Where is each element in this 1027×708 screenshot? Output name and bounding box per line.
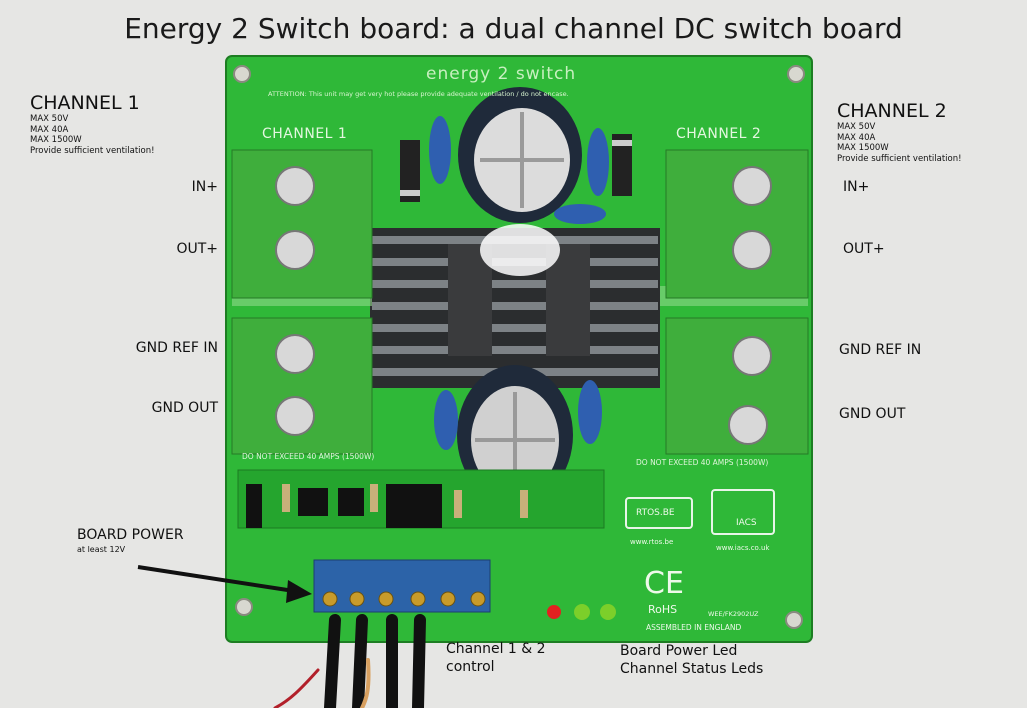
spec-line: MAX 40A <box>30 124 69 135</box>
channel-2-heading: CHANNEL 2 <box>837 100 947 122</box>
logo-panels <box>625 489 775 535</box>
ceramic-capacitors <box>429 116 609 450</box>
spec-line: MAX 1500W <box>837 143 889 153</box>
leds-label-line: Channel Status Leds <box>620 661 764 677</box>
pcb-iacs-url: www.iacs.co.uk <box>716 544 770 552</box>
pcb-channel-1: CHANNEL 1 <box>262 126 348 142</box>
ch2-gnd-ref-in-label: GND REF IN <box>839 342 922 358</box>
ch2-out-plus-label: OUT+ <box>843 241 885 257</box>
pcb-channel-2: CHANNEL 2 <box>676 126 762 142</box>
control-wires <box>273 614 426 708</box>
ch2-gnd-out-label: GND OUT <box>839 406 906 422</box>
terminal-blocks-right <box>665 149 809 455</box>
pcb-brand: energy 2 switch <box>426 64 577 84</box>
pcb-rtos-logo: RTOS.BE <box>636 508 675 518</box>
capacitor-top <box>458 87 582 223</box>
ch1-gnd-out-label: GND OUT <box>151 400 218 416</box>
ch1-gnd-ref-in-label: GND REF IN <box>135 340 218 356</box>
terminal-blocks-left <box>231 149 373 455</box>
page-title: Energy 2 Switch board: a dual channel DC… <box>124 12 903 45</box>
pcb-exceed-left: DO NOT EXCEED 40 AMPS (1500W) <box>242 452 375 461</box>
ch2-in-plus-label: IN+ <box>843 179 870 195</box>
pcb-rtos-url: www.rtos.be <box>630 538 674 546</box>
status-leds <box>547 604 616 620</box>
control-circuit <box>237 469 605 529</box>
pcb-rohs: RoHS <box>648 603 678 616</box>
pcb-weee: WEE/FK2902UZ <box>708 610 759 618</box>
channel-2-specs: MAX 50V MAX 40A MAX 1500W Provide suffic… <box>837 122 962 164</box>
channel-1-heading: CHANNEL 1 <box>30 92 140 114</box>
pcb-attention: ATTENTION: This unit may get very hot pl… <box>268 90 569 98</box>
control-label: Channel 1 & 2 control <box>446 640 546 676</box>
leds-label-line: Board Power Led <box>620 643 738 659</box>
spec-line: MAX 1500W <box>30 135 82 145</box>
pcb-iacs-logo: IACS <box>736 518 757 528</box>
control-connector <box>313 559 491 613</box>
pcb-exceed-right: DO NOT EXCEED 40 AMPS (1500W) <box>636 458 769 467</box>
ch1-in-plus-label: IN+ <box>191 179 218 195</box>
board-power-label: BOARD POWER <box>77 527 184 543</box>
board-power-arrow <box>137 565 312 603</box>
diodes <box>400 134 632 202</box>
channel-1-specs: MAX 50V MAX 40A MAX 1500W Provide suffic… <box>30 114 155 156</box>
heatsink <box>370 224 660 388</box>
pcb-assembled: ASSEMBLED IN ENGLAND <box>646 623 742 632</box>
control-label-line: Channel 1 & 2 <box>446 641 546 657</box>
spec-line: MAX 40A <box>837 132 876 143</box>
spec-line: MAX 50V <box>837 122 876 132</box>
spec-line: Provide sufficient ventilation! <box>837 153 962 164</box>
ch1-out-plus-label: OUT+ <box>176 241 218 257</box>
board-power-note: at least 12V <box>77 545 126 554</box>
spec-line: Provide sufficient ventilation! <box>30 145 155 156</box>
spec-line: MAX 50V <box>30 114 69 124</box>
pcb-ce-mark: CE <box>644 566 684 601</box>
mounting-holes <box>233 65 805 629</box>
leds-label: Board Power Led Channel Status Leds <box>620 642 763 678</box>
control-label-line: control <box>446 659 495 675</box>
